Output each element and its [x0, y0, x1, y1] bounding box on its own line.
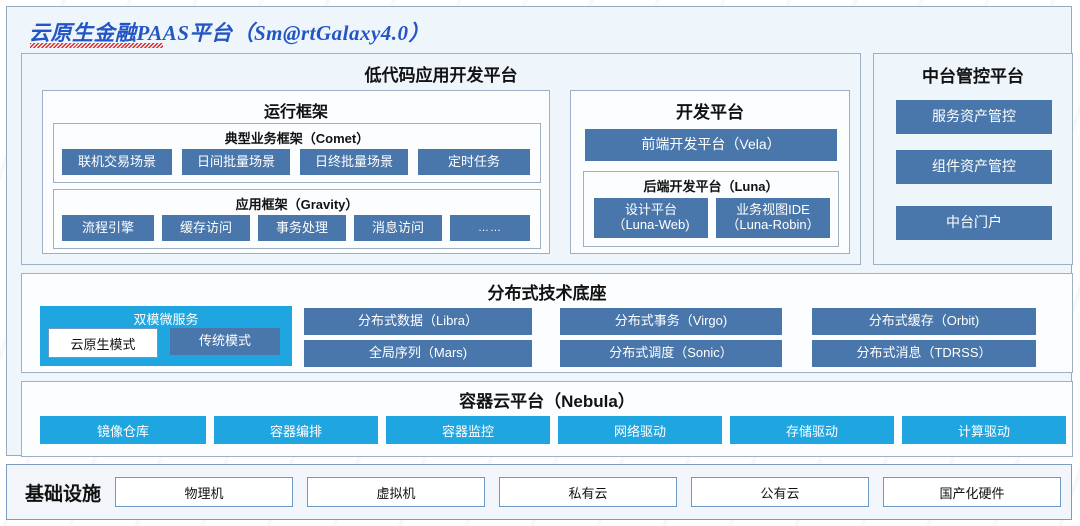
gravity-item-2[interactable]: 缓存访问 [162, 215, 250, 241]
dist-col2-item1[interactable]: 分布式事务（Virgo) [560, 308, 782, 335]
dualmode-header: 双模微服务 [133, 312, 199, 327]
dualmode-cloudnative-chip[interactable]: 云原生模式 [48, 328, 158, 358]
spellcheck-underline-icon [30, 43, 163, 48]
luna-web-line2: （Luna-Web) [612, 217, 690, 232]
midcontrol-item-1[interactable]: 服务资产管控 [896, 100, 1052, 134]
dualmode-traditional-chip[interactable]: 传统模式 [170, 328, 280, 355]
infrastructure-panel: 基础设施 物理机 虚拟机 私有云 公有云 国产化硬件 [6, 464, 1072, 520]
frontend-dev-platform-chip[interactable]: 前端开发平台（Vela） [585, 129, 837, 161]
comet-item-3[interactable]: 日终批量场景 [300, 149, 408, 175]
lowcode-platform-header: 低代码应用开发平台 [364, 66, 518, 85]
infrastructure-items: 物理机 虚拟机 私有云 公有云 国产化硬件 [115, 477, 1062, 507]
backend-dev-platform-header: 后端开发平台（Luna） [643, 179, 779, 194]
container-cloud-header: 容器云平台（Nebula） [459, 392, 635, 411]
infra-item-5[interactable]: 国产化硬件 [883, 477, 1062, 507]
dist-col3-item1[interactable]: 分布式缓存（Orbit) [812, 308, 1036, 335]
container-item-5[interactable]: 存储驱动 [730, 416, 894, 444]
midcontrol-platform-panel: 中台管控平台 服务资产管控 组件资产管控 中台门户 [873, 53, 1073, 265]
infra-item-2[interactable]: 虚拟机 [307, 477, 486, 507]
infra-item-4[interactable]: 公有云 [691, 477, 870, 507]
luna-robin-chip[interactable]: 业务视图IDE （Luna-Robin） [716, 198, 830, 238]
dist-col3-item2[interactable]: 分布式消息（TDRSS） [812, 340, 1036, 367]
backend-dev-platform-panel: 后端开发平台（Luna） 设计平台 （Luna-Web) 业务视图IDE （Lu… [583, 171, 839, 247]
midcontrol-header: 中台管控平台 [922, 67, 1024, 86]
comet-header: 典型业务框架（Comet） [224, 131, 370, 146]
container-item-4[interactable]: 网络驱动 [558, 416, 722, 444]
luna-web-chip[interactable]: 设计平台 （Luna-Web) [594, 198, 708, 238]
infra-item-1[interactable]: 物理机 [115, 477, 294, 507]
luna-robin-line2: （Luna-Robin） [726, 217, 820, 232]
luna-web-line1: 设计平台 [624, 202, 677, 218]
dev-platform-panel: 开发平台 前端开发平台（Vela） 后端开发平台（Luna） 设计平台 （Lun… [570, 90, 850, 254]
runtime-framework-header: 运行框架 [263, 104, 328, 121]
page-title: 云原生金融PAAS平台（Sm@rtGalaxy4.0） [29, 21, 431, 45]
container-item-1[interactable]: 镜像仓库 [40, 416, 206, 444]
comet-item-2[interactable]: 日间批量场景 [182, 149, 290, 175]
gravity-panel: 应用框架（Gravity） 流程引擎 缓存访问 事务处理 消息访问 …… [53, 189, 541, 249]
comet-panel: 典型业务框架（Comet） 联机交易场景 日间批量场景 日终批量场景 定时任务 [53, 123, 541, 183]
runtime-framework-panel: 运行框架 典型业务框架（Comet） 联机交易场景 日间批量场景 日终批量场景 … [42, 90, 550, 254]
lowcode-platform-panel: 低代码应用开发平台 运行框架 典型业务框架（Comet） 联机交易场景 日间批量… [21, 53, 861, 265]
gravity-item-4[interactable]: 消息访问 [354, 215, 442, 241]
midcontrol-item-3[interactable]: 中台门户 [896, 206, 1052, 240]
luna-robin-line1: 业务视图IDE [736, 202, 810, 218]
container-item-2[interactable]: 容器编排 [214, 416, 378, 444]
infra-item-3[interactable]: 私有云 [499, 477, 678, 507]
gravity-item-3[interactable]: 事务处理 [258, 215, 346, 241]
gravity-item-1[interactable]: 流程引擎 [62, 215, 154, 241]
gravity-item-more[interactable]: …… [450, 215, 530, 241]
comet-item-1[interactable]: 联机交易场景 [62, 149, 172, 175]
distributed-base-panel: 分布式技术底座 双模微服务 云原生模式 传统模式 分布式数据（Libra） 全局… [21, 273, 1073, 373]
main-panel: 云原生金融PAAS平台（Sm@rtGalaxy4.0） 低代码应用开发平台 运行… [6, 6, 1073, 457]
container-item-3[interactable]: 容器监控 [386, 416, 550, 444]
dist-col1-item1[interactable]: 分布式数据（Libra） [304, 308, 532, 335]
dist-col1-item2[interactable]: 全局序列（Mars) [304, 340, 532, 367]
infrastructure-label: 基础设施 [25, 483, 102, 505]
comet-item-4[interactable]: 定时任务 [418, 149, 530, 175]
container-cloud-panel: 容器云平台（Nebula） 镜像仓库 容器编排 容器监控 网络驱动 存储驱动 计… [21, 381, 1073, 457]
distributed-base-header: 分布式技术底座 [487, 284, 607, 303]
dev-platform-header: 开发平台 [676, 103, 744, 122]
dualmode-microservice-panel: 双模微服务 云原生模式 传统模式 [40, 306, 292, 366]
container-item-6[interactable]: 计算驱动 [902, 416, 1066, 444]
gravity-header: 应用框架（Gravity） [235, 197, 359, 212]
midcontrol-item-2[interactable]: 组件资产管控 [896, 150, 1052, 184]
dist-col2-item2[interactable]: 分布式调度（Sonic） [560, 340, 782, 367]
